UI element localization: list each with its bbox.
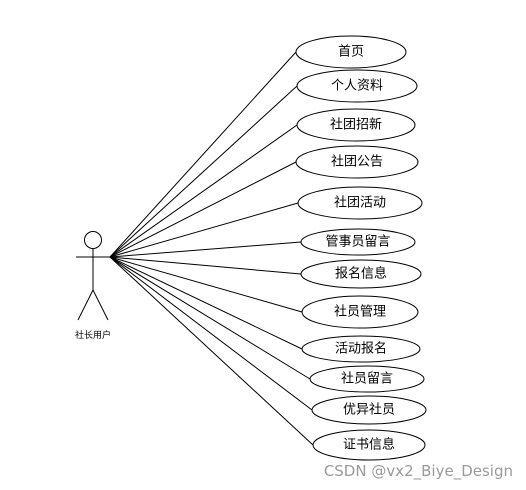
- association-line: [109, 256, 303, 350]
- use-case-label: 优异社员: [343, 402, 395, 418]
- use-case-label: 社团招新: [330, 117, 382, 133]
- use-case-label: 管事员留言: [325, 235, 390, 250]
- use-case-label: 社团公告: [331, 154, 383, 170]
- association-line: [109, 256, 303, 313]
- association-line: [109, 256, 313, 411]
- association-line: [109, 51, 297, 258]
- use-case: 首页: [295, 35, 407, 69]
- use-case-ellipse: [300, 259, 422, 289]
- association-line: [109, 124, 298, 258]
- use-case: 社团招新: [296, 108, 416, 142]
- use-case: 个人资料: [296, 69, 418, 103]
- use-case-ellipse: [297, 186, 423, 220]
- use-case-ellipse: [312, 429, 426, 461]
- use-case: 证书信息: [312, 429, 426, 461]
- actor-right-leg: [92, 289, 109, 321]
- association-line: [109, 256, 314, 446]
- use-case: 社员留言: [309, 365, 425, 393]
- use-case-ellipse: [296, 108, 416, 142]
- use-case: 报名信息: [300, 259, 422, 289]
- association-line: [109, 241, 302, 258]
- use-case-label: 个人资料: [331, 79, 383, 94]
- use-case: 社员管理: [301, 295, 419, 329]
- use-case-label: 社员留言: [341, 371, 393, 387]
- use-case-label: 社员管理: [334, 304, 386, 320]
- use-case: 社团活动: [297, 186, 423, 220]
- use-case-list: 首页个人资料社团招新社团公告社团活动管事员留言报名信息社员管理活动报名社员留言优…: [295, 35, 427, 461]
- watermark: CSDN @vx2_Biye_Design: [323, 462, 513, 480]
- association-line: [109, 256, 311, 380]
- association-lines: [109, 51, 314, 446]
- association-line: [109, 161, 297, 258]
- use-case: 管事员留言: [300, 228, 416, 256]
- use-case-ellipse: [301, 295, 419, 329]
- use-case-ellipse: [309, 365, 425, 393]
- use-case-ellipse: [296, 69, 418, 103]
- actor-left-leg: [77, 289, 94, 321]
- use-case-label: 首页: [338, 45, 364, 60]
- use-case-ellipse: [311, 395, 427, 425]
- use-case: 活动报名: [301, 335, 421, 363]
- use-case: 社团公告: [295, 145, 419, 179]
- association-line: [109, 202, 299, 258]
- use-case-label: 报名信息: [335, 266, 387, 282]
- use-case: 优异社员: [311, 395, 427, 425]
- use-case-label: 证书信息: [343, 437, 395, 453]
- association-line: [109, 256, 302, 275]
- use-case-label: 活动报名: [335, 341, 387, 357]
- use-case-ellipse: [295, 145, 419, 179]
- actor-label: 社长用户: [75, 329, 111, 341]
- actor-head: [84, 231, 102, 249]
- use-case-label: 社团活动: [334, 195, 386, 211]
- association-line: [109, 85, 298, 258]
- use-case-ellipse: [295, 35, 407, 69]
- use-case-ellipse: [301, 335, 421, 363]
- actor-stick-figure: 社长用户: [75, 231, 111, 341]
- use-case-ellipse: [300, 228, 416, 256]
